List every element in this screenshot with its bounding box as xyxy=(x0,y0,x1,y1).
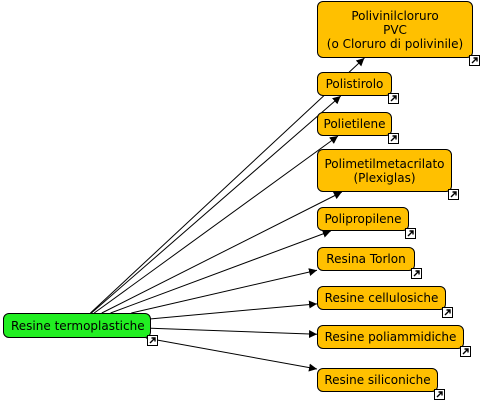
node-resine-termoplastiche[interactable]: Resine termoplastiche xyxy=(3,313,158,346)
connector-arrow xyxy=(131,268,318,314)
node-polietilene[interactable]: Polietilene xyxy=(317,112,399,144)
connector-arrow xyxy=(91,95,342,314)
node-polipropilene[interactable]: Polipropilene xyxy=(317,207,416,239)
external-link-icon[interactable] xyxy=(405,228,416,239)
external-link-icon[interactable] xyxy=(460,346,471,357)
node-resine-siliconiche[interactable]: Resine siliconiche xyxy=(317,368,445,400)
connector-arrow xyxy=(150,300,318,320)
node-label: Polivinilcloruro PVC (o Cloruro di poliv… xyxy=(326,8,464,51)
connector-arrow xyxy=(145,337,318,372)
connector-arrow xyxy=(90,57,365,314)
node-label: Resine siliconiche xyxy=(324,373,431,387)
connector-arrow xyxy=(101,191,343,314)
external-link-icon[interactable] xyxy=(388,133,399,144)
external-link-icon[interactable] xyxy=(442,307,453,318)
connector-arrow xyxy=(150,327,318,339)
connector-arrow xyxy=(93,135,339,314)
node-resina-torlon[interactable]: Resina Torlon xyxy=(317,247,422,279)
node-label: Resine termoplastiche xyxy=(11,318,145,333)
node-label: Polietilene xyxy=(323,117,386,131)
external-link-icon[interactable] xyxy=(388,93,399,104)
node-label: Resine cellulosiche xyxy=(324,291,439,305)
node-polimetilmetacrilato[interactable]: Polimetilmetacrilato (Plexiglas) xyxy=(317,149,459,200)
node-label: Resina Torlon xyxy=(326,252,406,266)
node-label: Resine poliammidiche xyxy=(324,330,457,344)
node-label: Polipropilene xyxy=(324,212,402,226)
node-label: Polimetilmetacrilato (Plexiglas) xyxy=(324,156,445,185)
external-link-icon[interactable] xyxy=(411,268,422,279)
node-resine-poliammidiche[interactable]: Resine poliammidiche xyxy=(317,325,471,357)
external-link-icon[interactable] xyxy=(448,189,459,200)
node-polistirolo[interactable]: Polistirolo xyxy=(317,72,399,104)
connector-arrow xyxy=(110,230,331,314)
node-label: Polistirolo xyxy=(325,77,384,91)
external-link-icon[interactable] xyxy=(434,389,445,400)
node-resine-cellulosiche[interactable]: Resine cellulosiche xyxy=(317,286,453,318)
node-polivinilcloruro[interactable]: Polivinilcloruro PVC (o Cloruro di poliv… xyxy=(317,1,480,66)
external-link-icon[interactable] xyxy=(147,335,158,346)
external-link-icon[interactable] xyxy=(469,55,480,66)
